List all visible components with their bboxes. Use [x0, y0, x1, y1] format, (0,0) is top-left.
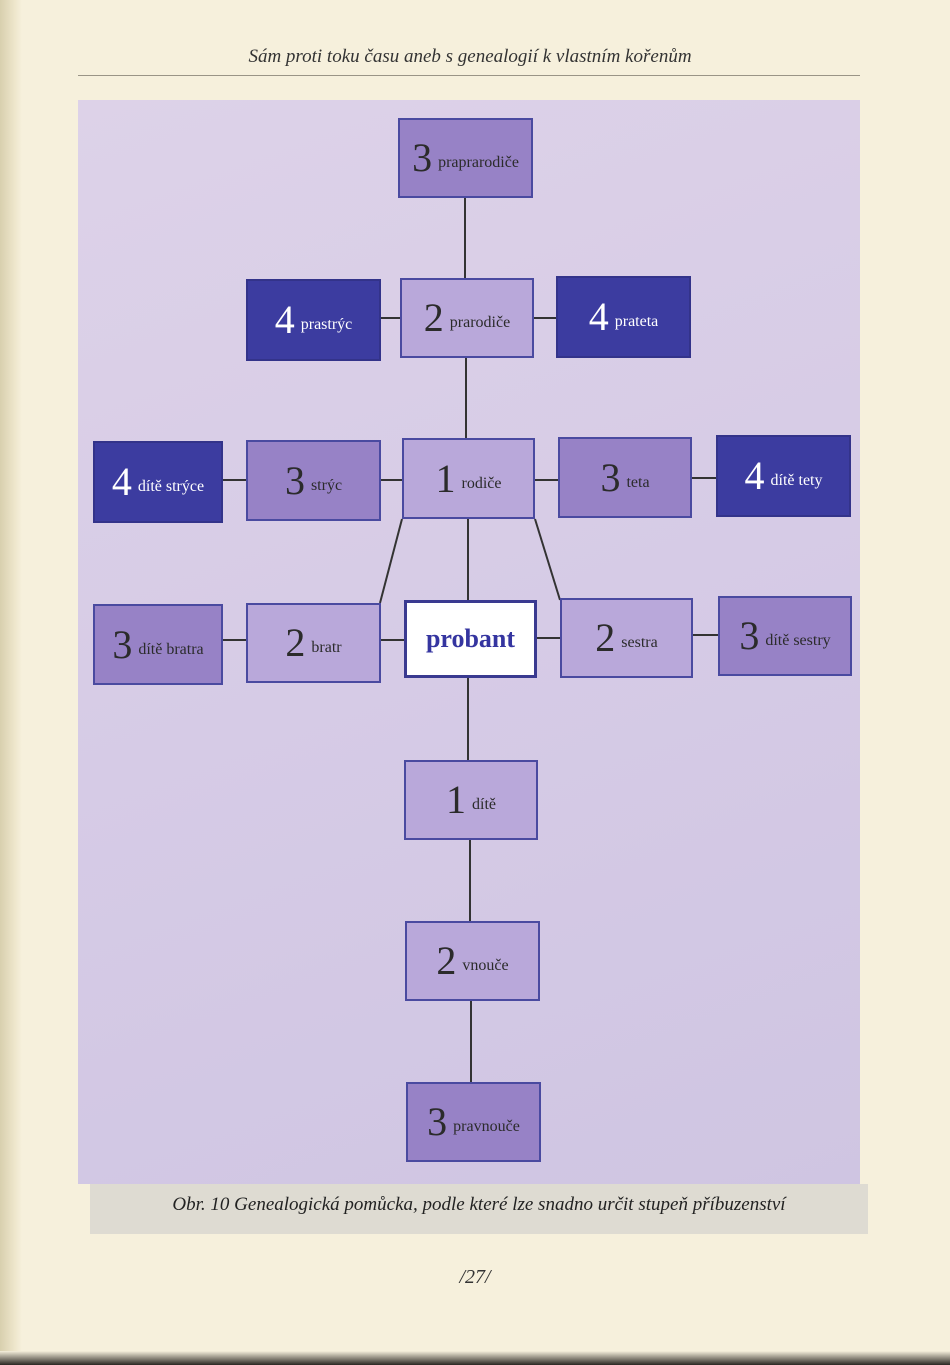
node-dite-tety: 4 dítě tety	[716, 435, 851, 517]
node-dite: 1 dítě	[404, 760, 538, 840]
degree-number: 3	[112, 621, 133, 667]
relation-label: pravnouče	[453, 1118, 520, 1135]
degree-number: 2	[285, 620, 306, 665]
node-dite-bratra: 3 dítě bratra	[93, 604, 223, 685]
relation-label: teta	[626, 473, 650, 491]
relation-label: dítě tety	[770, 472, 823, 489]
node-vnouce: 2 vnouče	[405, 921, 540, 1001]
node-pravnouce: 3 pravnouče	[406, 1082, 541, 1162]
node-stryc: 3 strýc	[246, 440, 381, 521]
degree-number: 3	[284, 457, 305, 503]
node-dite-sestry: 3 dítě sestry	[718, 596, 852, 676]
degree-number: 1	[435, 455, 456, 501]
relation-label: prateta	[614, 313, 659, 330]
header-rule	[78, 75, 860, 76]
node-prastryc: 4 prastrýc	[246, 279, 381, 361]
caption-background	[90, 1184, 868, 1234]
node-bratr: 2 bratr	[246, 603, 381, 683]
degree-number: 1	[446, 777, 466, 822]
degree-number: 4	[111, 459, 132, 504]
relation-label: dítě strýce	[137, 478, 205, 495]
degree-number: 2	[595, 615, 616, 660]
page-gutter-shadow	[0, 0, 22, 1365]
node-praprarodice: 3 praprarodiče	[398, 118, 533, 198]
degree-number: 4	[588, 294, 609, 339]
degree-number: 4	[274, 297, 295, 342]
relation-label: praprarodiče	[438, 154, 519, 171]
relation-label: strýc	[310, 476, 343, 494]
node-probant: probant	[404, 600, 537, 678]
relation-label: prarodiče	[449, 314, 511, 331]
relation-label: dítě bratra	[138, 640, 204, 658]
relation-label: bratr	[311, 639, 342, 656]
node-prateta: 4 prateta	[556, 276, 691, 358]
degree-number: 3	[739, 613, 760, 658]
degree-number: 4	[744, 453, 765, 498]
node-dite-stryce: 4 dítě strýce	[93, 441, 223, 523]
degree-number: 3	[600, 454, 621, 500]
relation-label: rodiče	[461, 474, 502, 492]
relation-label: prastrýc	[300, 316, 353, 333]
degree-number: 2	[423, 295, 444, 340]
relation-label: vnouče	[462, 957, 509, 974]
probant-label: probant	[425, 624, 516, 653]
degree-number: 3	[427, 1099, 448, 1144]
page-number: /27/	[459, 1266, 491, 1288]
degree-number: 3	[412, 135, 433, 180]
degree-number: 2	[436, 938, 457, 983]
relation-label: sestra	[621, 634, 658, 651]
node-prarodice: 2 prarodiče	[400, 278, 534, 358]
figure-caption: Obr. 10 Genealogická pomůcka, podle kter…	[172, 1194, 786, 1215]
node-rodice: 1 rodiče	[402, 438, 535, 519]
relation-label: dítě sestry	[765, 632, 831, 649]
running-head: Sám proti toku času aneb s genealogií k …	[248, 46, 692, 67]
bottom-edge-shadow	[0, 1351, 950, 1365]
relation-label: dítě	[472, 796, 496, 813]
node-sestra: 2 sestra	[560, 598, 693, 678]
node-teta: 3 teta	[558, 437, 692, 518]
